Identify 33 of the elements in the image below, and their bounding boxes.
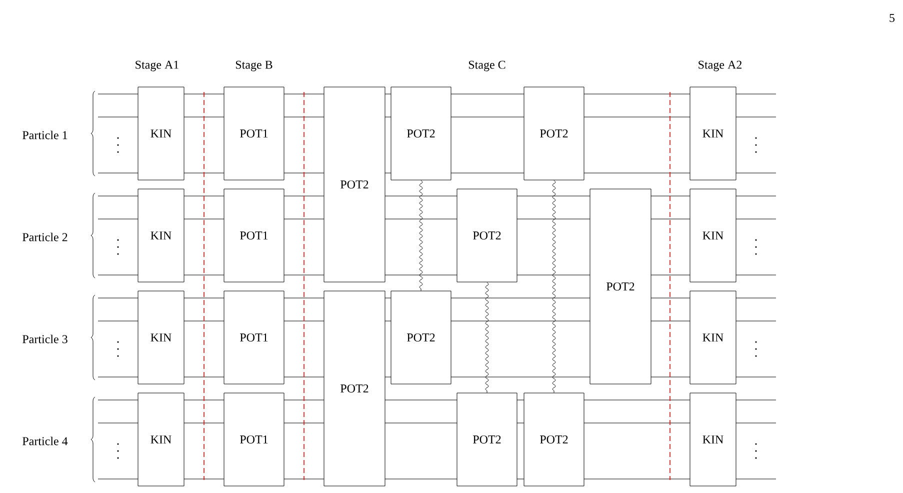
particle-label: Particle 1: [22, 130, 68, 140]
gate-box: POT2: [324, 86, 386, 282]
particle-label: Particle 2: [22, 232, 68, 242]
wavy-line: [552, 180, 556, 393]
gate-box: POT2: [524, 86, 584, 180]
gate-box: POT2: [390, 290, 452, 384]
gate-box: KIN: [690, 86, 736, 180]
wavy-line: [419, 180, 423, 291]
stage-label: Stage B: [236, 60, 272, 72]
gate-box: KIN: [138, 290, 184, 384]
gate-box: KIN: [138, 188, 184, 282]
particle-label: Particle 3: [22, 334, 68, 344]
gate-box: POT2: [456, 188, 518, 282]
gate-box: POT2: [324, 290, 386, 486]
gate-box: KIN: [690, 392, 736, 486]
particle-label: Particle 4: [22, 436, 68, 446]
stage-label: Stage C: [468, 60, 506, 72]
gate-box: POT1: [224, 86, 284, 180]
gate-box: POT2: [456, 392, 518, 486]
gate-box: KIN: [690, 188, 736, 282]
gate-box: POT2: [590, 188, 652, 384]
gate-box: POT2: [390, 86, 452, 180]
gate-box: KIN: [138, 392, 184, 486]
gate-box: POT1: [224, 188, 284, 282]
stage-label: Stage A1: [136, 60, 178, 72]
gate-box: POT1: [224, 290, 284, 384]
gate-box: POT1: [224, 392, 284, 486]
page-number: 5: [890, 14, 895, 22]
gate-box: KIN: [138, 86, 184, 180]
gate-box: KIN: [690, 290, 736, 384]
wavy-line: [485, 282, 489, 393]
stage-label: Stage A2: [698, 60, 742, 72]
gate-box: POT2: [524, 392, 584, 486]
